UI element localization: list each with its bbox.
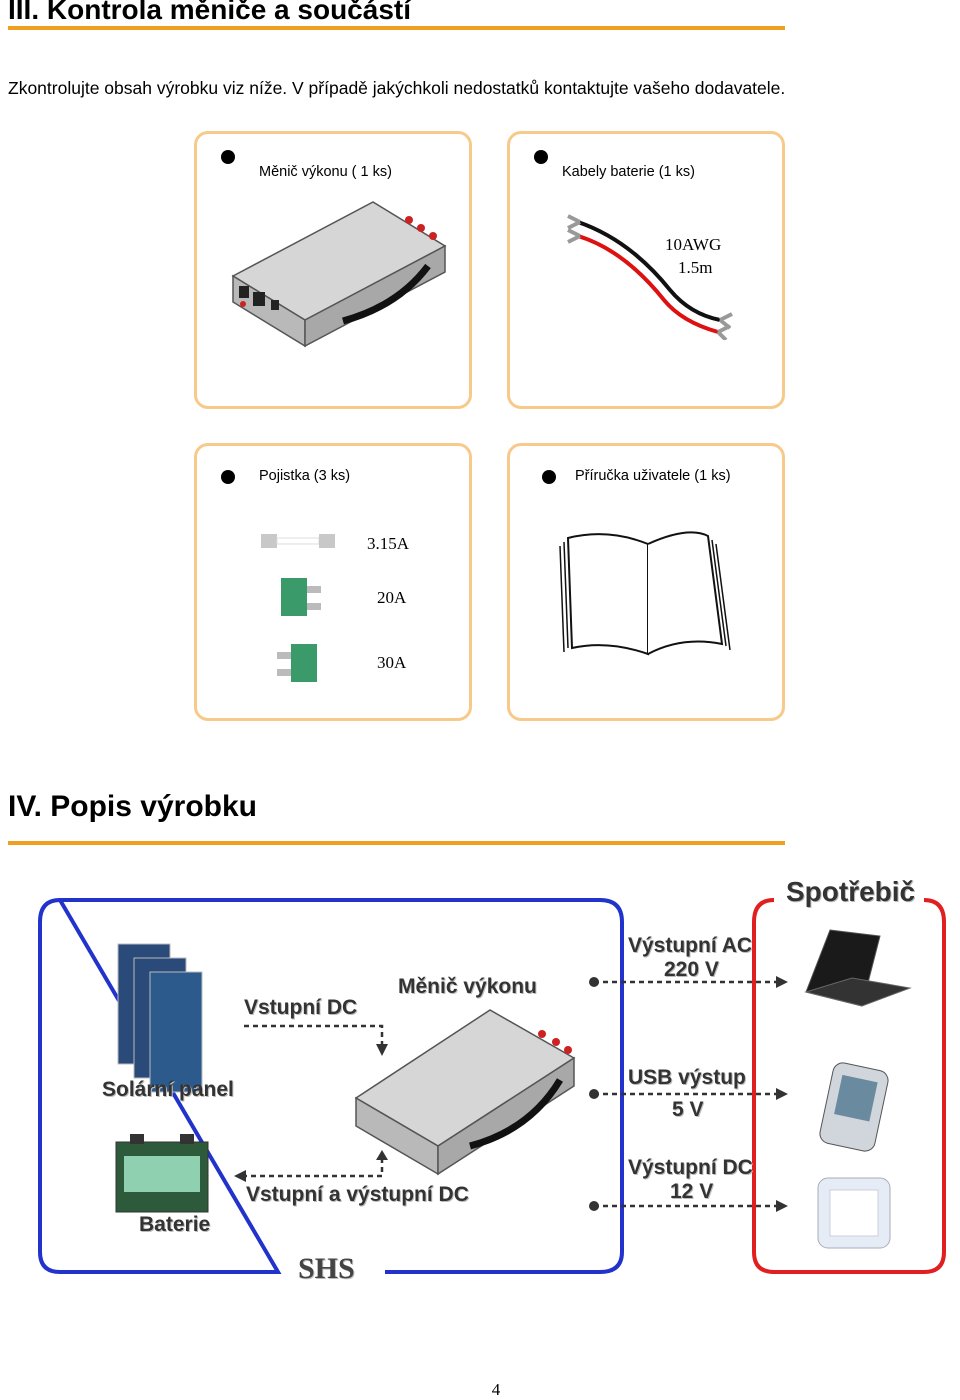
consumer-title: Spotřebič (786, 876, 916, 907)
fuse-value-2: 20A (377, 588, 407, 607)
usb-output-label: USB výstup (628, 1066, 746, 1089)
bullet (221, 150, 235, 164)
manual-label: Příručka uživatele (1 ks) (575, 468, 731, 484)
output-dc-voltage: 12 V (670, 1180, 714, 1203)
card-manual: Příručka uživatele (1 ks) (507, 443, 785, 721)
system-diagram (38, 897, 946, 1274)
usb-output-voltage: 5 V (672, 1098, 704, 1121)
output-ac-voltage: 220 V (664, 958, 719, 981)
battery-icon (115, 1134, 209, 1213)
cables-label: Kabely baterie (1 ks) (562, 164, 695, 180)
pda-icon (819, 1062, 889, 1152)
bullet (221, 470, 235, 484)
manual-book-icon (559, 531, 731, 656)
inverter-label-diagram: Měnič výkonu (398, 975, 537, 998)
shs-label: SHS (298, 1252, 355, 1285)
laptop-icon (804, 929, 912, 1007)
output-dc-label: Výstupní DC (628, 1156, 753, 1179)
fuses-label: Pojistka (3 ks) (259, 468, 351, 484)
section-3-title: III. Kontrola měniče a součástí (8, 0, 412, 25)
inverter-label: Měnič výkonu ( 1 ks) (259, 164, 392, 180)
cable-gauge: 10AWG (665, 235, 722, 254)
output-arrows (589, 976, 788, 1212)
fuses-image (261, 534, 335, 682)
section-4-title: IV. Popis výrobku (8, 790, 257, 823)
cables-image (567, 214, 733, 340)
section-4-rule (8, 841, 785, 845)
card-fuses: Pojistka (3 ks) 3.15A 20A 30A (194, 443, 472, 721)
input-dc-label: Vstupní DC (244, 996, 358, 1019)
output-ac-label: Výstupní AC (628, 934, 753, 957)
section-3-rule (8, 26, 785, 30)
bullet (534, 150, 548, 164)
cable-length: 1.5m (678, 258, 713, 277)
battery-label: Baterie (139, 1213, 211, 1236)
page-number: 4 (491, 1380, 501, 1399)
solar-panel-label: Solární panel (102, 1078, 234, 1101)
card-inverter: Měnič výkonu ( 1 ks) (194, 131, 472, 409)
led-lamp-icon (817, 1177, 891, 1249)
inverter-icon (354, 1009, 576, 1176)
inverter-image (231, 201, 447, 348)
solar-panel-icon (117, 943, 203, 1093)
fuse-value-1: 3.15A (367, 534, 410, 553)
bullet (542, 470, 556, 484)
card-cables: Kabely baterie (1 ks) 10AWG 1.5m (507, 131, 785, 409)
fuse-value-3: 30A (377, 653, 407, 672)
intro-text: Zkontrolujte obsah výrobku viz níže. V p… (8, 78, 786, 98)
input-output-dc-label: Vstupní a výstupní DC (246, 1183, 469, 1206)
